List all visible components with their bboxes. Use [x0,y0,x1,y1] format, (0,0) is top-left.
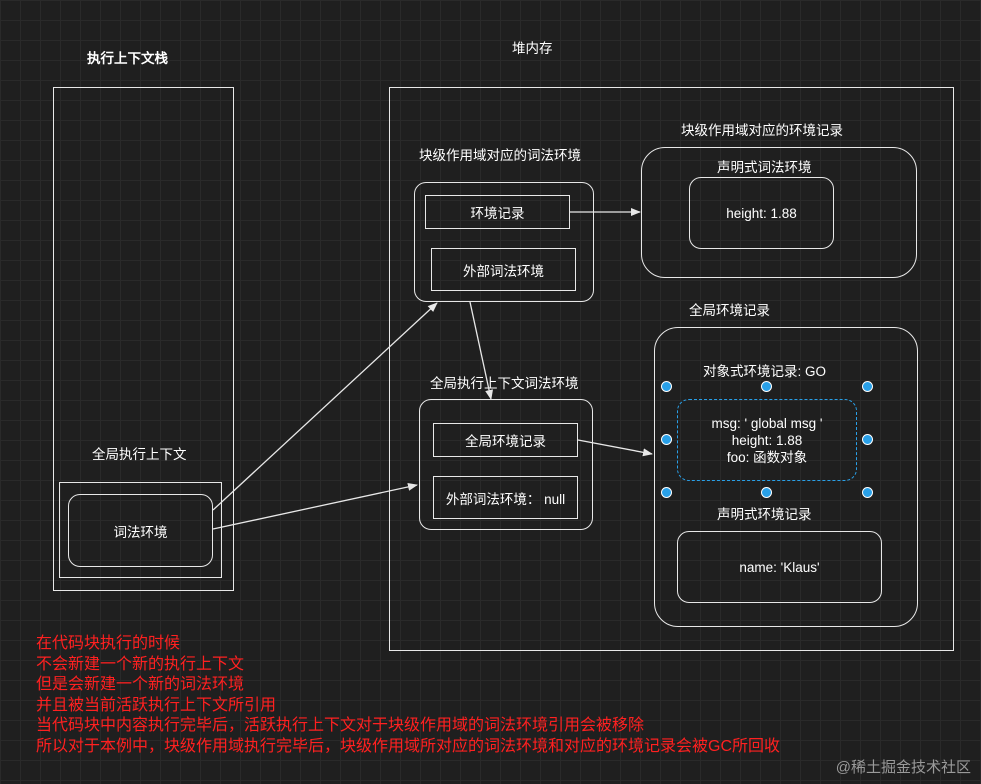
note-line: 并且被当前活跃执行上下文所引用 [36,696,277,714]
heap-memory [389,87,954,651]
global-env-record-slot[interactable]: 全局环境记录 [433,423,578,457]
note-line: 在代码块执行的时候 [36,635,181,652]
object-record-line: height: 1.88 [731,432,803,448]
object-record-line: foo: 函数对象 [726,449,808,465]
block-env-record-slot[interactable]: 环境记录 [425,195,570,229]
global-outer-env-slot[interactable]: 外部词法环境： null [433,476,578,519]
note-line: 不会新建一个新的执行上下文 [36,655,245,673]
arrow-block-outer-to-global-env [469,301,494,400]
watermark: @稀土掘金技术社区 [835,759,971,776]
block-env-record-title: 块级作用域对应的环境记录 [681,123,843,138]
global-execution-context [59,482,222,578]
block-lexical-env-title: 块级作用域对应的词法环境 [419,148,581,163]
declarative-env-record[interactable]: name: 'Klaus' [677,531,882,603]
resize-handle[interactable] [862,434,873,445]
global-env-record-title: 全局环境记录 [689,303,770,318]
object-record-title: 对象式环境记录: GO [703,364,827,379]
note-line: 但是会新建一个新的词法环境 [36,676,245,693]
block-declarative-title: 声明式词法环境 [717,160,812,175]
note-line: 所以对于本例中，块级作用域执行完毕后，块级作用域所对应的词法环境和对应的环境记录… [36,737,781,755]
block-declarative-record[interactable]: height: 1.88 [689,177,834,249]
object-env-record[interactable]: msg: ' global msg ' height: 1.88 foo: 函数… [677,399,857,481]
arrow-stack-to-global-env [212,482,418,530]
heap-title: 堆内存 [512,41,553,56]
stack-lexical-env[interactable]: 词法环境 [68,494,213,567]
global-lexical-env [419,399,593,530]
resize-handle[interactable] [661,381,672,392]
resize-handle[interactable] [761,381,772,392]
block-lexical-env [414,182,594,302]
note-line: 当代码块中内容执行完毕后，活跃执行上下文对于块级作用域的词法环境引用会被移除 [36,717,645,734]
block-outer-env-slot[interactable]: 外部词法环境 [431,248,576,291]
arrow-stack-to-block-env [212,302,438,511]
explanation-notes: 在代码块执行的时候 不会新建一个新的执行上下文 但是会新建一个新的词法环境 并且… [36,634,780,757]
resize-handle[interactable] [862,381,873,392]
execution-context-stack [53,87,234,591]
declarative-record-title: 声明式环境记录 [717,507,812,522]
resize-handle[interactable] [661,434,672,445]
resize-handle[interactable] [862,487,873,498]
stack-title: 执行上下文栈 [87,51,168,66]
global-context-label: 全局执行上下文 [92,447,187,462]
resize-handle[interactable] [661,487,672,498]
arrow-global-record-to-env-record [577,439,653,457]
global-env-record [654,327,918,627]
global-lexical-env-title: 全局执行上下文词法环境 [430,376,579,391]
object-record-line: msg: ' global msg ' [711,415,823,431]
block-env-record [641,147,917,278]
resize-handle[interactable] [761,487,772,498]
